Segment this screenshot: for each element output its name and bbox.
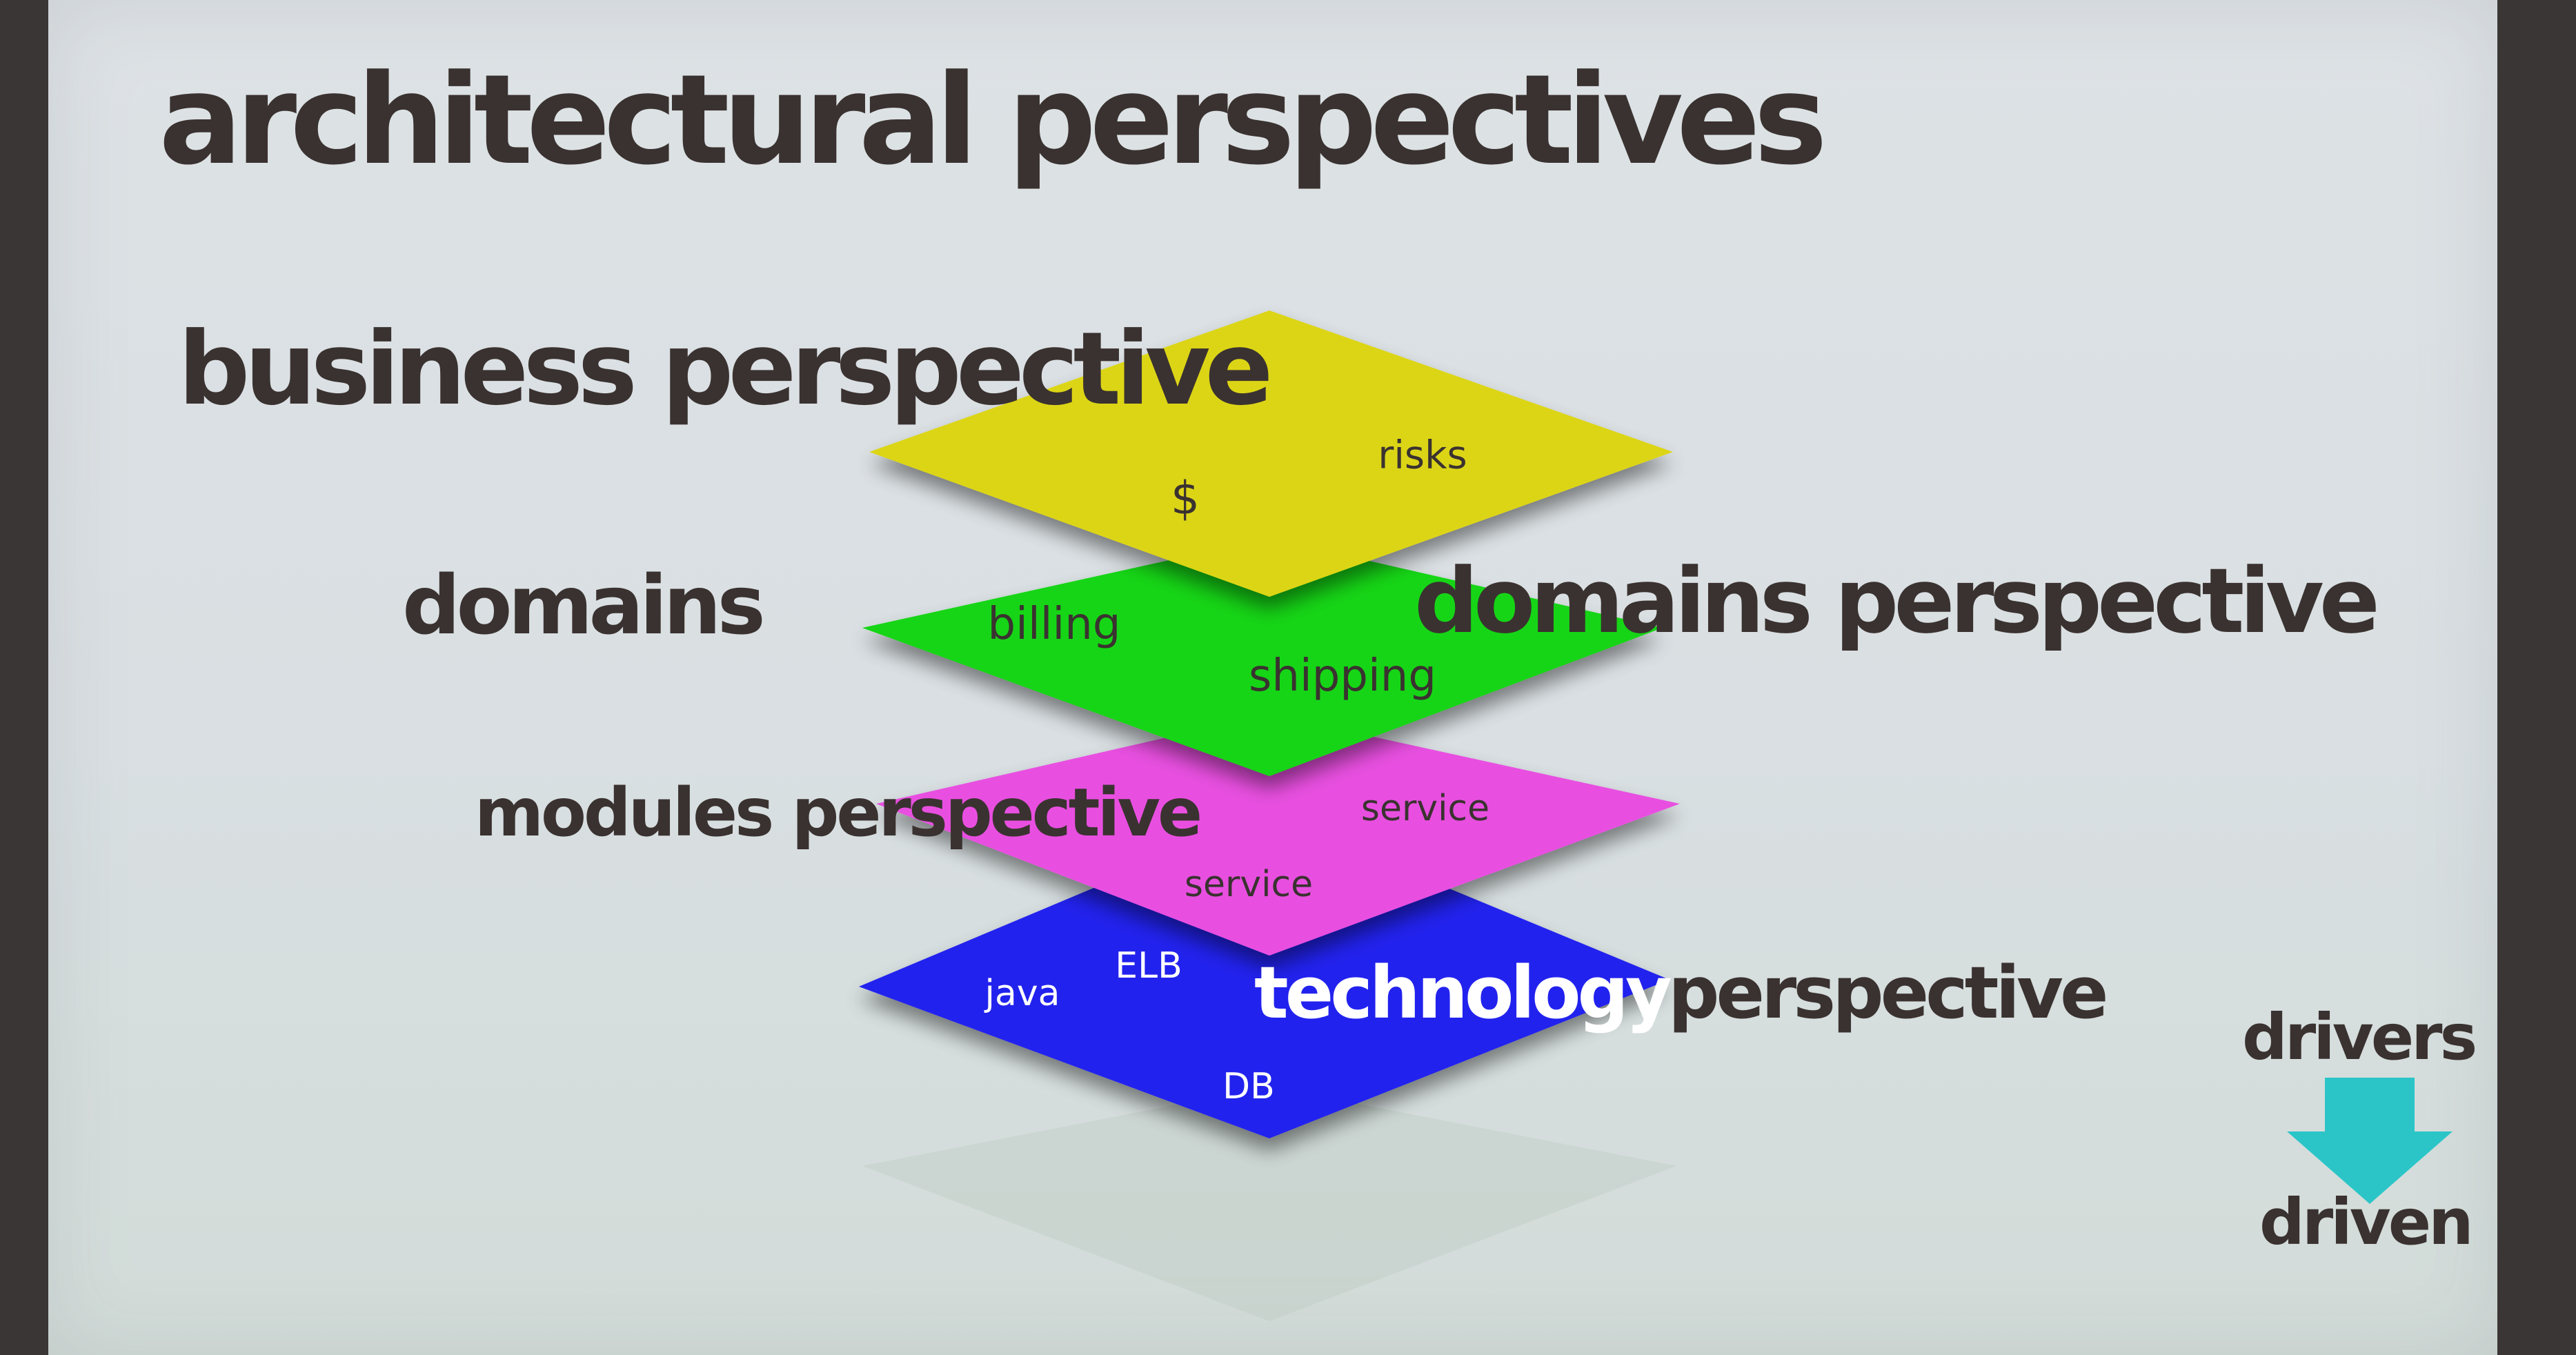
reflection-plane xyxy=(862,1087,1676,1321)
technology-perspective-word: perspective xyxy=(1668,951,2108,1035)
driven-label: driven xyxy=(2259,1185,2474,1259)
domains-perspective-label: domains perspective xyxy=(1414,548,2380,653)
down-arrow-icon xyxy=(2287,1078,2453,1204)
risks-label: risks xyxy=(1378,433,1467,478)
drivers-label: drivers xyxy=(2242,1000,2477,1074)
business-layer xyxy=(869,310,1673,597)
technology-layer xyxy=(859,814,1670,1138)
slide-title: architectural perspectives xyxy=(159,48,1827,192)
domains-layer xyxy=(862,538,1663,776)
shipping-label: shipping xyxy=(1249,651,1436,702)
java-label: java xyxy=(984,973,1060,1014)
db-label: DB xyxy=(1222,1066,1275,1107)
elb-label: ELB xyxy=(1115,945,1182,987)
service-label-right: service xyxy=(1360,788,1490,829)
business-perspective-label: business perspective xyxy=(178,310,1274,428)
technology-word: technology xyxy=(1254,951,1672,1035)
dollar-label: $ xyxy=(1171,471,1200,525)
domains-label: domains xyxy=(402,557,766,653)
service-label-bottom: service xyxy=(1184,864,1314,905)
modules-perspective-label: modules perspective xyxy=(475,774,1202,851)
billing-label: billing xyxy=(987,599,1121,650)
modules-layer xyxy=(876,714,1680,956)
